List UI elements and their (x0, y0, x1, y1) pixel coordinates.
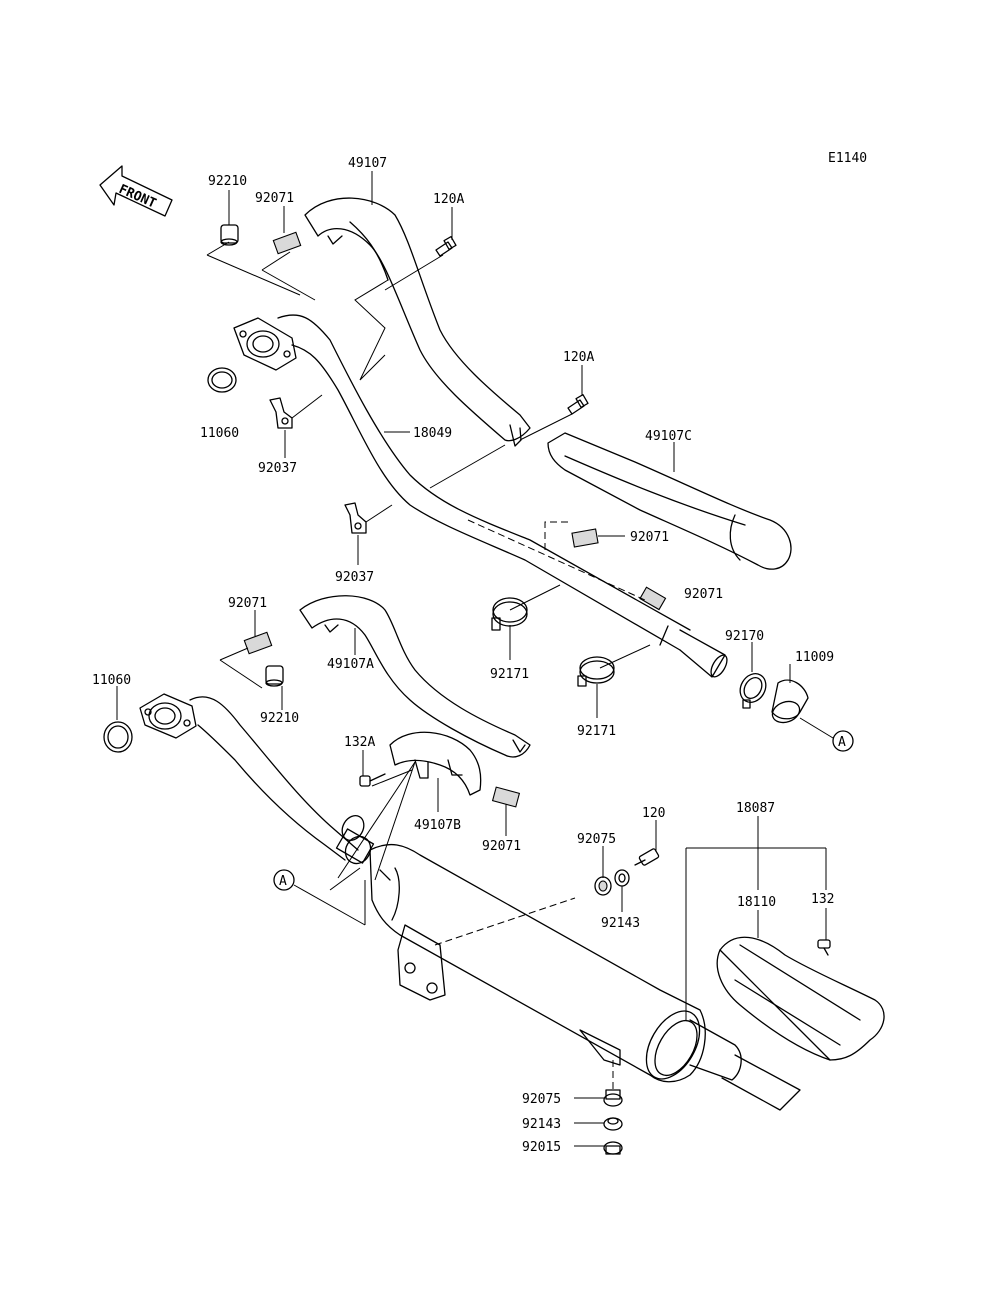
label-120: 120 (642, 806, 665, 821)
part-labels: 92210 92071 49107 120A 120A 11060 18049 … (92, 156, 834, 1155)
bracket-92037-lower (344, 502, 367, 534)
upper-collar (220, 224, 239, 246)
bolt-120a-top (435, 236, 457, 257)
reference-a-left: A (273, 869, 295, 891)
label-18087: 18087 (736, 801, 775, 816)
label-92143-b: 92143 (522, 1117, 561, 1132)
label-92071-top: 92071 (255, 191, 294, 206)
label-92171-a: 92171 (490, 667, 529, 682)
label-120a-mid: 120A (563, 350, 594, 365)
label-92170: 92170 (725, 629, 764, 644)
label-92015: 92015 (522, 1140, 561, 1155)
label-92037-lower: 92037 (335, 570, 374, 585)
lower-gasket (103, 721, 133, 753)
svg-text:A: A (838, 735, 846, 750)
rubber-pad-right (639, 586, 667, 611)
small-heat-guard-b (389, 731, 482, 796)
grommet-92075-b (603, 1089, 623, 1107)
label-92075-b: 92075 (522, 1092, 561, 1107)
washer-92143-b (603, 1117, 623, 1131)
clamp-92171-b (577, 656, 615, 687)
label-92071-left: 92071 (228, 596, 267, 611)
muffler (369, 843, 801, 1111)
label-92171-b: 92171 (577, 724, 616, 739)
bracket-92037-upper (269, 397, 293, 429)
upper-heat-guard (304, 197, 531, 447)
label-92210-low: 92210 (260, 711, 299, 726)
lower-collar (265, 665, 284, 687)
rubber-pad-mid (571, 528, 599, 548)
label-92071-low: 92071 (482, 839, 521, 854)
front-arrow-icon: FRONT (99, 165, 173, 217)
rubber-pad-lower (491, 786, 521, 808)
upper-gasket (207, 367, 237, 393)
label-92071-right: 92071 (684, 587, 723, 602)
front-label: FRONT (116, 182, 158, 212)
rubber-pad-left (243, 631, 273, 655)
label-92037-upper: 92037 (258, 461, 297, 476)
washer-92143-a (614, 869, 630, 887)
lower-exhaust-pipe (189, 696, 359, 861)
label-18110: 18110 (737, 895, 776, 910)
screw-132 (817, 939, 831, 956)
rubber-pad-top (272, 231, 302, 255)
nut-92015 (603, 1141, 623, 1155)
upper-exhaust-pipe (277, 314, 728, 678)
label-92071-mid: 92071 (630, 530, 669, 545)
label-11060-low: 11060 (92, 673, 131, 688)
label-49107b: 49107B (414, 818, 461, 833)
label-11060-top: 11060 (200, 426, 239, 441)
lower-exhaust-flange (139, 693, 197, 739)
label-49107: 49107 (348, 156, 387, 171)
diagram-code: E1140 (828, 151, 867, 166)
label-49107a: 49107A (327, 657, 374, 672)
label-92075-a: 92075 (577, 832, 616, 847)
label-120a-top: 120A (433, 192, 464, 207)
joint-clamp (335, 815, 375, 865)
grommet-92075-a (594, 876, 612, 896)
leader-lines (116, 171, 834, 1147)
muffler-end-cover (716, 936, 885, 1061)
label-11009: 11009 (795, 650, 834, 665)
bolt-120 (634, 848, 660, 866)
label-18049: 18049 (413, 426, 452, 441)
label-92210-top: 92210 (208, 174, 247, 189)
label-49107c: 49107C (645, 429, 692, 444)
label-92143-a: 92143 (601, 916, 640, 931)
bolt-132a (359, 773, 386, 787)
clamp-ring-92170 (739, 673, 767, 709)
lower-heat-guard-a (299, 595, 531, 758)
svg-text:A: A (279, 874, 287, 889)
reference-a-right: A (832, 730, 854, 752)
bolt-120a-mid (567, 394, 589, 415)
label-132a: 132A (344, 735, 375, 750)
upper-exhaust-flange (233, 317, 297, 371)
label-132: 132 (811, 892, 834, 907)
heat-guard-c (547, 432, 792, 570)
